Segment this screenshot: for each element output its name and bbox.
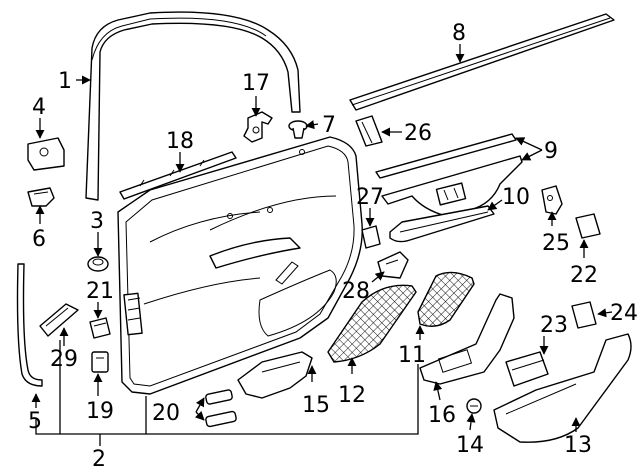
callout-21: 21 [86,279,114,304]
callout-28: 28 [342,279,370,304]
callout-5: 5 [28,409,42,434]
callout-2: 2 [92,447,106,471]
part-12-mesh-panel [327,284,417,363]
part-13-armrest [493,333,632,443]
part-26-clip [355,115,383,147]
callout-3: 3 [90,209,104,234]
part-20-pads [205,389,237,428]
callout-labels: 1 2 3 4 5 6 7 8 9 10 11 12 13 14 15 16 1… [28,21,638,471]
callout-9: 9 [544,139,558,164]
part-17-bracket [243,111,273,143]
part-6-clip [27,187,55,207]
callout-15: 15 [302,393,330,418]
part-8-beltline-molding [349,13,615,111]
part-1-frame-seal [85,11,301,201]
part-19-cap [91,351,109,373]
callout-8: 8 [452,21,466,46]
part-3-plug [87,256,109,272]
part-24-switch [571,301,597,329]
callout-7: 7 [322,113,336,138]
part-22-switch [575,213,601,239]
part-27-clip [361,225,381,249]
part-15-pocket [237,351,313,399]
callout-6: 6 [32,227,46,252]
callout-11: 11 [398,343,426,368]
callout-20: 20 [152,401,180,426]
callout-4: 4 [32,95,46,120]
callout-18: 18 [166,129,194,154]
callout-26: 26 [404,121,432,146]
part-25-bracket [541,185,563,215]
callout-10: 10 [502,185,530,210]
part-11-mesh-panel [417,271,475,327]
callout-17: 17 [242,71,270,96]
door-panel [117,136,363,395]
part-9-upper-trim [375,133,523,217]
callout-27: 27 [356,185,384,210]
callout-23: 23 [540,313,568,338]
callout-25: 25 [542,231,570,256]
leader-lines [31,44,613,446]
callout-29: 29 [50,347,78,372]
callout-14: 14 [456,433,484,458]
part-21-switch [89,317,111,339]
part-14-screw [466,398,482,414]
callout-16: 16 [428,403,456,428]
callout-19: 19 [86,399,114,424]
part-18-strip [119,151,237,200]
part-5-seal-strip [16,263,43,387]
callout-1: 1 [58,69,72,94]
part-28-switch-bezel [377,251,409,279]
part-7-fastener [288,120,308,139]
callout-24: 24 [610,301,638,326]
part-4-bracket [27,137,65,171]
callout-22: 22 [570,263,598,288]
callout-13: 13 [564,433,592,458]
callout-12: 12 [338,383,366,408]
part-29-handle-trim [39,303,79,337]
part-23-switch [505,351,549,387]
